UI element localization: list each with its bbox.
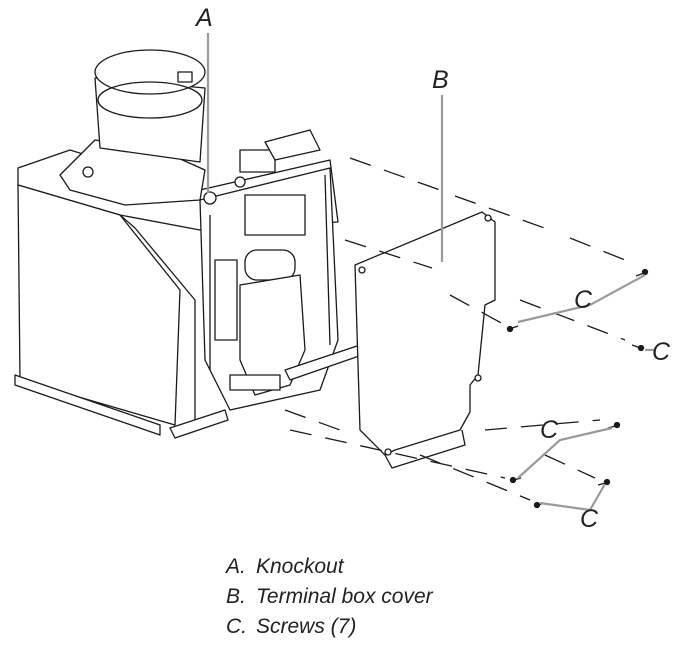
knockout-hole: [203, 191, 217, 205]
legend: A. Knockout B. Terminal box cover C. Screws…: [226, 552, 666, 642]
leader-c-middle: [517, 426, 613, 479]
leader-c-lower: [539, 483, 606, 512]
terminal-box-cover: [354, 211, 496, 456]
legend-item-a: A. Knockout: [226, 552, 666, 582]
callout-c-upper: C: [574, 286, 593, 314]
screws: [506, 268, 649, 509]
legend-text: Screws (7): [256, 615, 357, 638]
callout-c-lower: C: [580, 505, 599, 533]
legend-key: A.: [226, 555, 246, 578]
screw-4: [607, 421, 621, 429]
callout-c-middle: C: [540, 416, 559, 444]
alignment-dashes: [284, 157, 631, 501]
fan-housing: [14, 129, 363, 439]
housing-side-panel: [17, 184, 181, 426]
screw-5: [509, 476, 522, 484]
control-module: [239, 149, 276, 173]
screw-1: [635, 268, 649, 277]
leader-lines: [206, 33, 655, 512]
duct-collar: [59, 49, 206, 206]
callout-c-right: C: [652, 338, 671, 366]
bottom-flange: [14, 374, 161, 436]
legend-key: B.: [226, 585, 246, 608]
legend-item-c: C. Screws (7): [226, 612, 666, 642]
legend-text: Knockout: [256, 555, 344, 578]
screw-6: [597, 478, 611, 486]
legend-key: C.: [226, 615, 247, 638]
leader-c-upper: [517, 274, 646, 324]
screw-3: [631, 344, 645, 352]
legend-text: Terminal box cover: [256, 585, 433, 608]
motor-cylinder: [244, 249, 296, 281]
callout-a: A: [196, 4, 213, 32]
legend-item-b: B. Terminal box cover: [226, 582, 666, 612]
callout-b: B: [432, 66, 449, 94]
exploded-view-diagram: [14, 33, 655, 512]
screw-2: [506, 325, 519, 333]
